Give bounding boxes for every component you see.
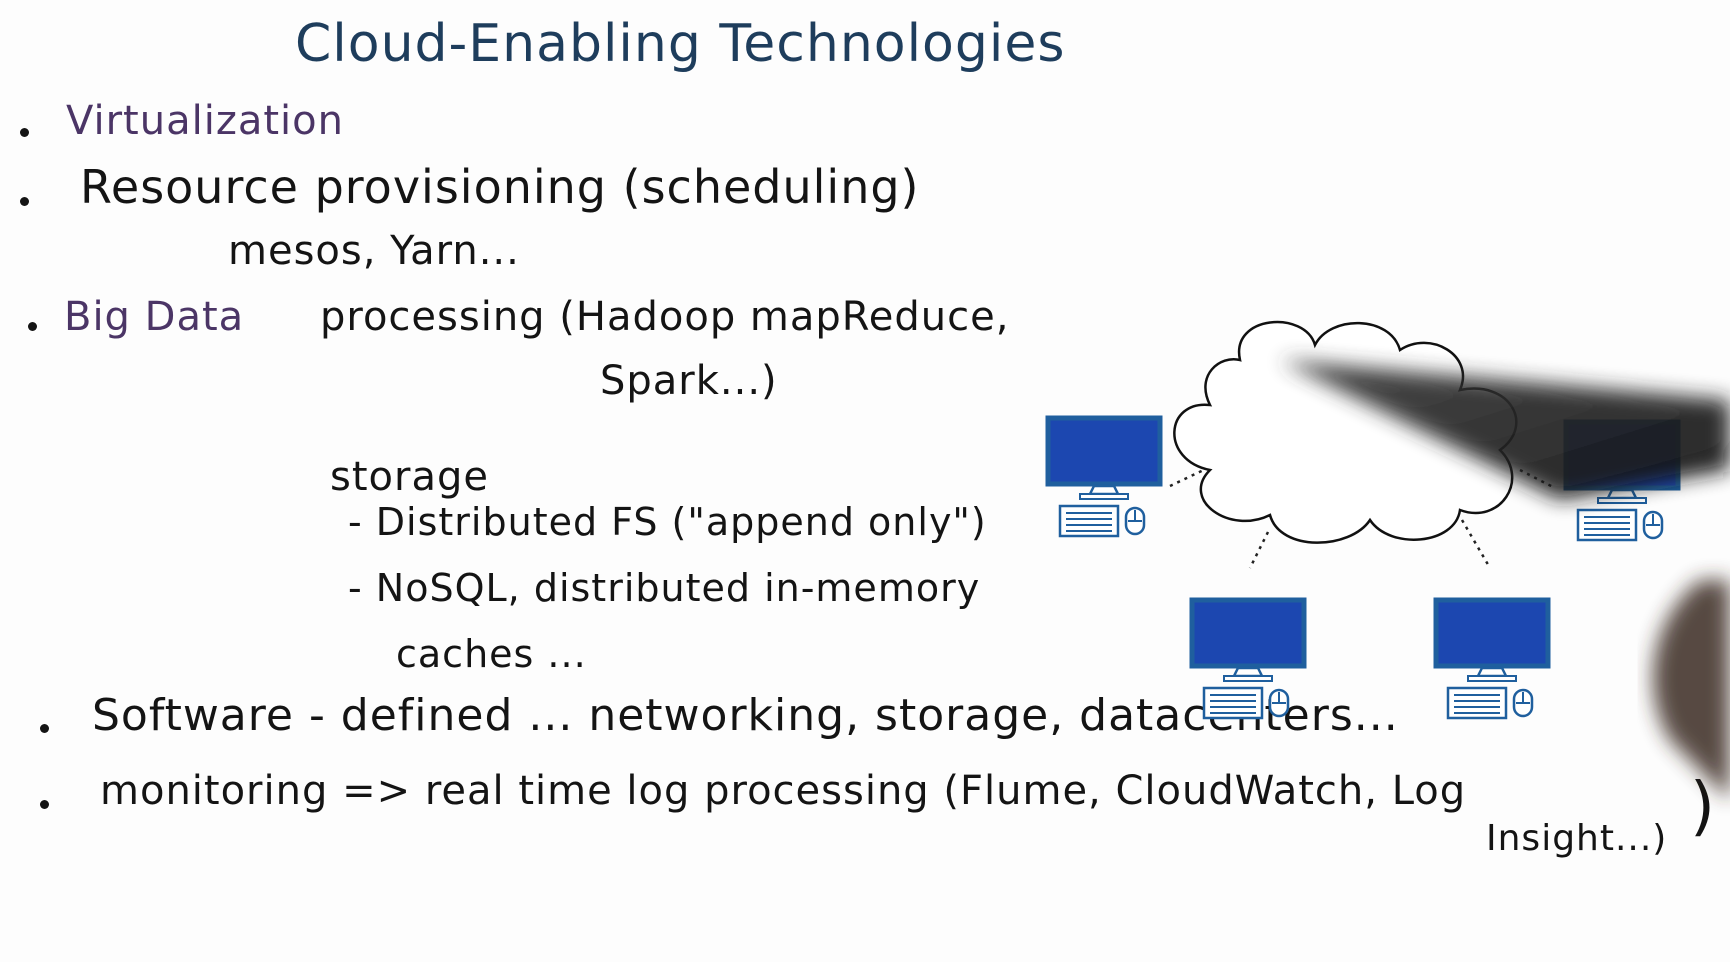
item-big-data-processing: processing (Hadoop mapReduce,	[320, 294, 1010, 340]
bullet-virtualization	[20, 128, 29, 137]
bullet-software-defined	[40, 724, 49, 733]
cloud-icon	[1173, 320, 1518, 544]
item-big-data-highlight: Big Data	[64, 294, 245, 340]
item-resource-provisioning-detail: mesos, Yarn...	[228, 228, 520, 274]
computer-icon	[1433, 597, 1551, 720]
item-monitoring: monitoring => real time log processing (…	[100, 768, 1467, 814]
computer-icon	[1189, 597, 1307, 720]
item-monitoring-detail: Insight...)	[1486, 818, 1668, 859]
storage-line-nosql: - NoSQL, distributed in-memory	[348, 566, 981, 610]
storage-line-caches: caches ...	[396, 632, 587, 676]
storage-line-distributed-fs: - Distributed FS ("append only")	[348, 500, 987, 544]
item-virtualization: Virtualization	[66, 98, 344, 144]
storage-heading: storage	[330, 454, 489, 500]
computer-icon	[1563, 419, 1681, 542]
closing-paren: )	[1690, 770, 1715, 844]
item-big-data-detail: Spark...)	[600, 358, 778, 404]
connector-right	[1519, 468, 1556, 490]
bullet-monitoring	[40, 800, 49, 809]
page-title: Cloud-Enabling Technologies	[295, 14, 1066, 74]
bullet-resource-provisioning	[20, 197, 29, 206]
computer-icon	[1045, 415, 1163, 538]
connector-bottom-right	[1460, 519, 1492, 569]
connector-bottom-left	[1248, 531, 1270, 569]
bullet-big-data	[28, 322, 37, 331]
item-resource-provisioning: Resource provisioning (scheduling)	[80, 160, 920, 214]
item-software-defined: Software - defined ... networking, stora…	[92, 690, 1399, 741]
cloud-network-diagram	[1045, 320, 1681, 720]
